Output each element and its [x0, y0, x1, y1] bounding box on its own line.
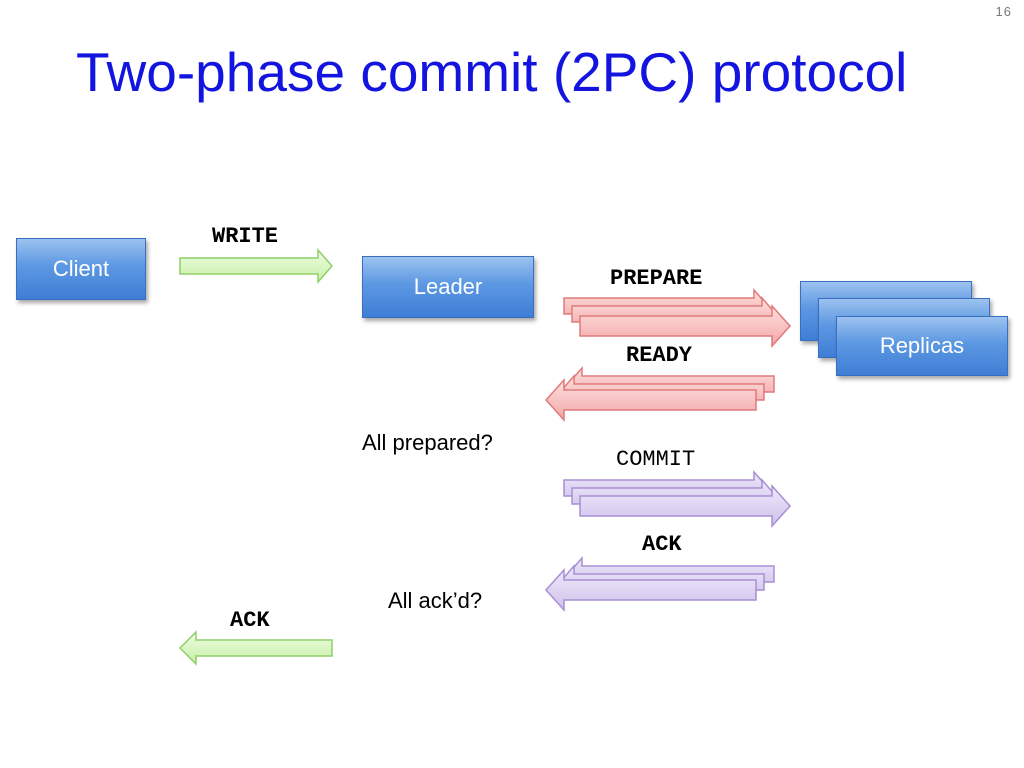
- commit-label: COMMIT: [616, 447, 696, 472]
- commit-arrow-3: [579, 484, 792, 528]
- all-acked-note: All ack’d?: [388, 588, 483, 613]
- page-title: Two-phase commit (2PC) protocol: [76, 41, 908, 103]
- write-label: WRITE: [212, 224, 279, 249]
- ack-replicas-label: ACK: [642, 532, 682, 557]
- replicas-label: Replicas: [879, 333, 965, 358]
- write-arrow: [179, 248, 333, 284]
- all-prepared-note: All prepared?: [362, 430, 493, 455]
- leader-label: Leader: [413, 274, 483, 299]
- ready-arrow-3: [544, 378, 757, 422]
- client-label: Client: [52, 256, 110, 281]
- slide-number: 16: [995, 4, 1012, 19]
- ack-replica-arrow-3: [544, 568, 757, 612]
- ack-client-label: ACK: [230, 608, 270, 633]
- prepare-label: PREPARE: [610, 266, 703, 291]
- client-box: Client: [16, 238, 146, 300]
- prepare-arrow-3: [579, 304, 792, 348]
- ack-client-arrow: [178, 630, 333, 666]
- leader-box: Leader: [362, 256, 534, 318]
- replicas-box: Replicas: [836, 316, 1008, 376]
- ready-label: READY: [626, 343, 693, 368]
